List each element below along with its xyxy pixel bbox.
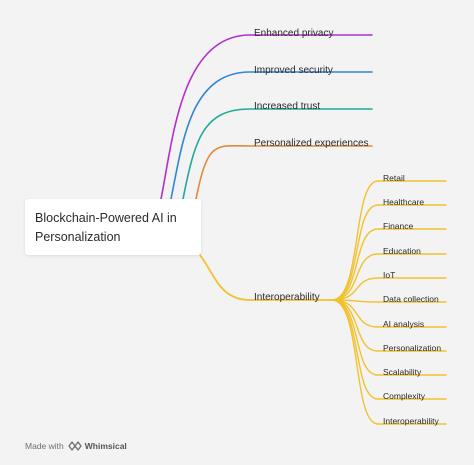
leaf-interoperability[interactable]: Interoperability	[383, 416, 439, 426]
root-title-line2: Personalization	[35, 230, 121, 244]
leaf-ai-analysis[interactable]: AI analysis	[383, 319, 425, 329]
edge-leaf-1	[331, 204, 447, 301]
edge-leaf-2	[331, 228, 447, 301]
leaf-data-collection[interactable]: Data collection	[383, 294, 439, 304]
edge-interoperability	[199, 254, 333, 301]
edge-personalized-experiences	[195, 144, 373, 200]
edge-improved-security	[170, 71, 373, 200]
edge-leaf-10	[331, 299, 447, 425]
whimsical-logo-icon	[68, 440, 82, 452]
branch-personalized-experiences[interactable]: Personalized experiences	[254, 138, 369, 149]
leaf-complexity[interactable]: Complexity	[383, 391, 426, 401]
leaf-iot[interactable]: IoT	[383, 270, 396, 280]
leaf-education[interactable]: Education	[383, 246, 421, 256]
made-with-text: Made with	[25, 441, 64, 451]
edge-enhanced-privacy	[160, 34, 373, 200]
leaf-healthcare[interactable]: Healthcare	[383, 197, 425, 207]
edge-leaf-6	[331, 299, 447, 328]
edge-leaf-4	[331, 277, 447, 301]
branch-increased-trust[interactable]: Increased trust	[254, 101, 321, 112]
branch-enhanced-privacy[interactable]: Enhanced privacy	[254, 28, 334, 39]
edge-leaf-5	[331, 299, 447, 303]
edge-leaf-0	[331, 180, 447, 301]
edge-leaf-3	[331, 253, 447, 301]
leaf-finance[interactable]: Finance	[383, 221, 414, 231]
leaf-scalability[interactable]: Scalability	[383, 367, 422, 377]
branch-interoperability[interactable]: Interoperability	[254, 292, 320, 303]
leaf-personalization[interactable]: Personalization	[383, 343, 442, 353]
leaf-retail[interactable]: Retail	[383, 173, 405, 183]
root-title-line1: Blockchain-Powered AI in	[35, 211, 177, 225]
edge-leaf-8	[331, 299, 447, 376]
made-with-footer: Made with Whimsical	[25, 438, 127, 454]
whimsical-brand-text: Whimsical	[84, 441, 127, 451]
root-node[interactable]: Blockchain-Powered AI in Personalization	[25, 199, 201, 255]
branch-improved-security[interactable]: Improved security	[254, 65, 333, 76]
edge-increased-trust	[182, 108, 373, 200]
